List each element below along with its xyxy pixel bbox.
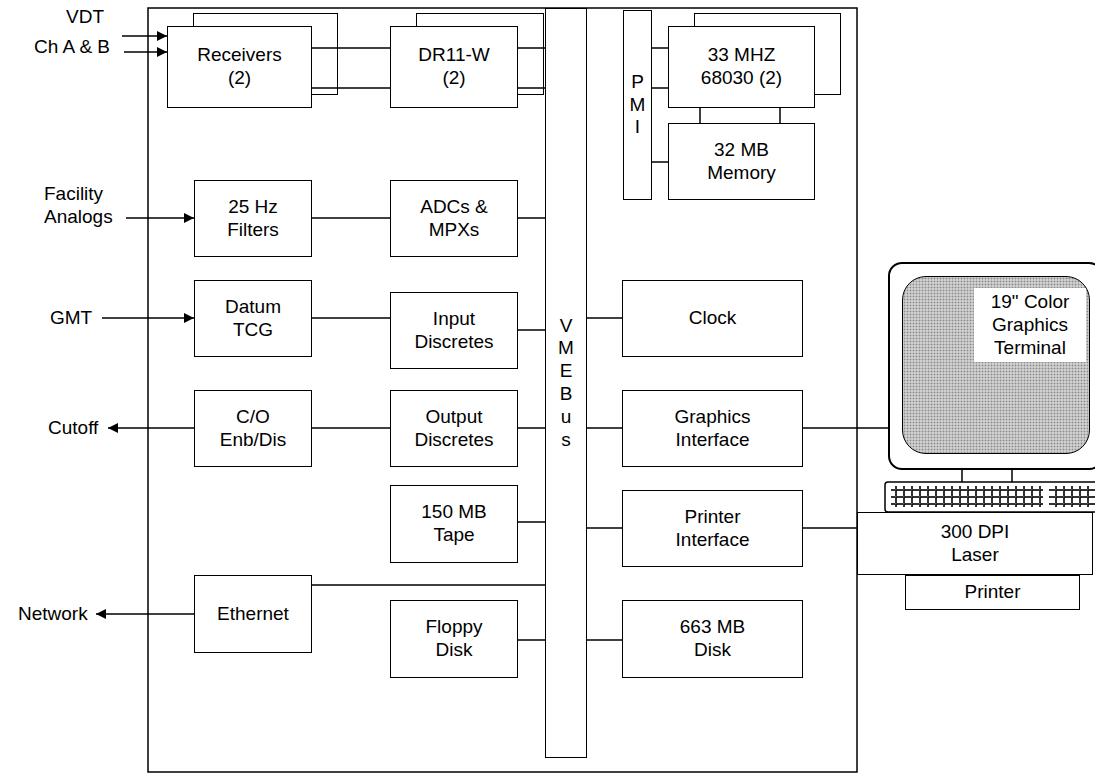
bus-wire (803, 527, 857, 529)
signal-label: Facility Analogs (44, 183, 113, 229)
bus-wire (518, 217, 545, 219)
component-box: Printer Interface (622, 490, 803, 567)
input-arrow (122, 35, 167, 37)
component-box: C/O Enb/Dis (194, 390, 312, 467)
component-box: Datum TCG (194, 280, 312, 357)
bus-label: VME Bus (557, 315, 576, 452)
component-box: DR11-W (2) (390, 26, 518, 108)
box-label: Clock (689, 307, 737, 330)
box-label: 25 Hz Filters (213, 196, 293, 242)
box-label: Input Discretes (407, 308, 502, 354)
box-label: DR11-W (2) (409, 44, 499, 90)
input-arrow (102, 317, 194, 319)
component-box: Graphics Interface (622, 390, 803, 467)
bus-bar: PMI (623, 10, 652, 200)
output-arrow (96, 613, 194, 615)
bus-bar: VME Bus (545, 8, 587, 758)
component-box: 33 MHZ 68030 (2) (668, 26, 815, 108)
bus-wire (518, 329, 545, 331)
bus-wire (587, 317, 622, 319)
box-label: 32 MB Memory (697, 139, 787, 185)
output-arrow (108, 427, 194, 429)
bus-wire (652, 161, 668, 163)
box-label: C/O Enb/Dis (213, 406, 293, 452)
bus-wire (312, 47, 390, 49)
box-label: 150 MB Tape (409, 501, 499, 547)
keyboard (885, 482, 1095, 512)
component-box: ADCs & MPXs (390, 180, 518, 257)
signal-label: Ch A & B (34, 36, 110, 59)
bus-label: PMI (628, 71, 647, 139)
component-box: Floppy Disk (390, 600, 518, 678)
component-box: Clock (622, 280, 803, 357)
keyboard-keys (1049, 486, 1095, 507)
box-label: 19" Color Graphics Terminal (974, 288, 1086, 362)
box-label: Receivers (2) (190, 44, 290, 90)
component-box: 150 MB Tape (390, 485, 518, 563)
box-label: ADCs & MPXs (414, 196, 494, 242)
bus-wire (518, 639, 545, 641)
component-box: Input Discretes (390, 292, 518, 369)
component-box: Output Discretes (390, 390, 518, 467)
box-label: Datum TCG (213, 296, 293, 342)
signal-label: GMT (50, 307, 92, 330)
box-label: Floppy Disk (414, 616, 494, 662)
graphics-terminal: 19" Color Graphics Terminal (888, 262, 1095, 470)
bus-wire (312, 217, 390, 219)
bus-wire (652, 47, 668, 49)
chassis-outline (148, 8, 857, 772)
bus-wire (312, 427, 390, 429)
signal-label: VDT (66, 6, 104, 29)
bus-wire (587, 527, 622, 529)
signal-label: Cutoff (48, 417, 98, 440)
box-label: Graphics Interface (653, 406, 773, 452)
box-label: 663 MB Disk (663, 616, 763, 662)
component-box: 32 MB Memory (668, 123, 815, 200)
bus-wire (518, 87, 545, 89)
component-box: 300 DPI Laser (857, 512, 1093, 575)
monitor-stand (962, 470, 1012, 482)
component-box: Ethernet (194, 575, 312, 653)
box-label: Printer Interface (658, 506, 768, 552)
bus-wire (587, 639, 622, 641)
bus-wire (518, 521, 545, 523)
bus-wire (312, 317, 390, 319)
box-label: Ethernet (217, 603, 289, 626)
bus-wire (652, 87, 668, 89)
box-label: 33 MHZ 68030 (2) (692, 44, 792, 90)
box-label: 300 DPI Laser (925, 521, 1025, 567)
bus-wire (803, 427, 888, 429)
bus-wire (518, 47, 545, 49)
component-box: Printer (905, 575, 1080, 610)
component-box: 25 Hz Filters (194, 180, 312, 257)
bus-wire (587, 427, 622, 429)
box-label: Printer (965, 581, 1021, 604)
bus-wire (518, 427, 545, 429)
bus-wire (779, 108, 781, 123)
component-box: 663 MB Disk (622, 600, 803, 678)
box-label: Output Discretes (407, 406, 502, 452)
bus-wire (699, 108, 701, 123)
keyboard-keys (891, 486, 1043, 507)
signal-label: Network (18, 603, 88, 626)
bus-wire (312, 584, 545, 586)
input-arrow (124, 51, 167, 53)
component-box: Receivers (2) (167, 26, 312, 108)
input-arrow (126, 217, 194, 219)
bus-wire (312, 87, 390, 89)
